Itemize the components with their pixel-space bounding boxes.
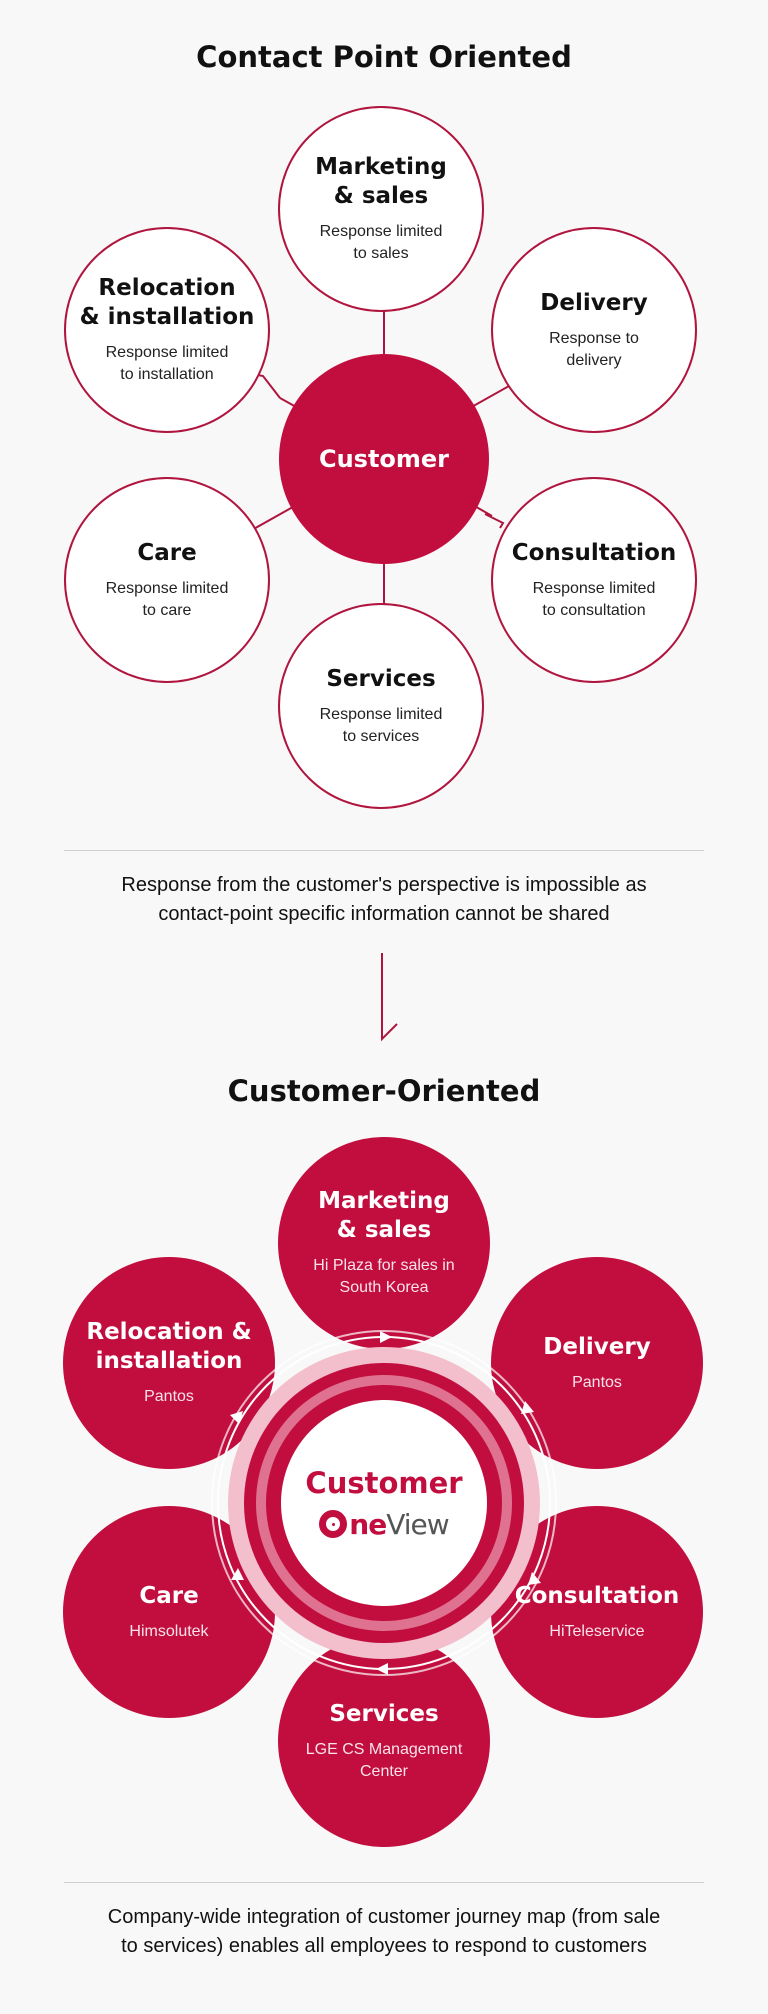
node-title: Care — [137, 539, 197, 566]
logo-ne: ne — [349, 1507, 387, 1541]
node-title: Services — [329, 1700, 439, 1727]
down-arrow-icon — [381, 953, 398, 1042]
node-desc: Response limited to installation — [105, 344, 229, 383]
node-desc: Response to delivery — [549, 329, 639, 369]
node-care-filled: Care Himsolutek — [63, 1506, 275, 1718]
node-title: Marketing & sales — [315, 154, 447, 209]
section-title-customer-oriented: Customer-Oriented — [227, 1074, 541, 1108]
caption-bottom: Company-wide integration of customer jou… — [107, 1906, 661, 1957]
node-delivery: Delivery Response to delivery — [491, 227, 697, 433]
node-desc: Response limited to consultation — [532, 579, 656, 619]
node-desc: Pantos — [144, 1388, 194, 1405]
node-services-filled: Services LGE CS Management Center — [278, 1635, 490, 1847]
node-desc: LGE CS Management Center — [305, 1740, 463, 1780]
node-title: Services — [326, 665, 436, 692]
customer-hub: Customer — [279, 354, 489, 564]
customer-label: Customer — [318, 445, 450, 473]
node-title: Delivery — [543, 1333, 651, 1360]
orbit-arrow-icon — [521, 1401, 534, 1414]
orbit-arrow-icon — [231, 1568, 244, 1580]
customer-label: Customer — [305, 1465, 463, 1500]
node-desc: HiTeleservice — [549, 1622, 645, 1640]
orbit-arrow-icons — [230, 1331, 541, 1675]
node-desc: Response limited to sales — [319, 223, 443, 262]
node-title: Relocation & installation — [86, 1319, 252, 1374]
node-title: Relocation & installation — [79, 275, 255, 330]
node-marketing-sales-filled: Marketing & sales Hi Plaza for sales in … — [278, 1137, 490, 1349]
node-title: Care — [139, 1582, 199, 1609]
node-title: Delivery — [540, 289, 648, 316]
node-desc: Response limited to services — [319, 705, 443, 745]
caption-top: Response from the customer's perspective… — [121, 874, 647, 925]
orbit-arrow-icon — [380, 1331, 392, 1343]
orbit-arrow-icon — [230, 1411, 243, 1424]
divider-bottom — [64, 1882, 704, 1883]
customer-oneview-hub: Customer ne View — [281, 1400, 487, 1606]
node-care: Care Response limited to care — [64, 477, 270, 683]
node-marketing-sales: Marketing & sales Response limited to sa… — [278, 106, 484, 312]
node-title: Marketing & sales — [318, 1188, 450, 1243]
node-delivery-filled: Delivery Pantos — [491, 1257, 703, 1469]
node-desc: Himsolutek — [129, 1622, 209, 1640]
node-consultation: Consultation Response limited to consult… — [491, 477, 697, 683]
node-desc: Pantos — [572, 1373, 622, 1391]
orbit-arrow-icon — [376, 1663, 388, 1675]
orbit-arrow-icon — [528, 1572, 541, 1585]
transition-arrow — [381, 953, 398, 1042]
node-relocation-installation-filled: Relocation & installation Pantos — [63, 1257, 275, 1469]
node-services: Services Response limited to services — [278, 603, 484, 809]
node-desc: Response limited to care — [105, 579, 229, 619]
node-desc: Hi Plaza for sales in South Korea — [313, 1257, 455, 1296]
node-title: Consultation — [511, 539, 677, 566]
node-relocation-installation: Relocation & installation Response limit… — [64, 227, 270, 433]
section-title-contact-point: Contact Point Oriented — [196, 40, 572, 74]
oneview-o-mark — [319, 1510, 348, 1538]
oneview-logo: ne View — [319, 1507, 450, 1541]
logo-view: View — [386, 1507, 449, 1541]
divider-top — [64, 850, 704, 851]
node-title: Consultation — [514, 1582, 680, 1609]
